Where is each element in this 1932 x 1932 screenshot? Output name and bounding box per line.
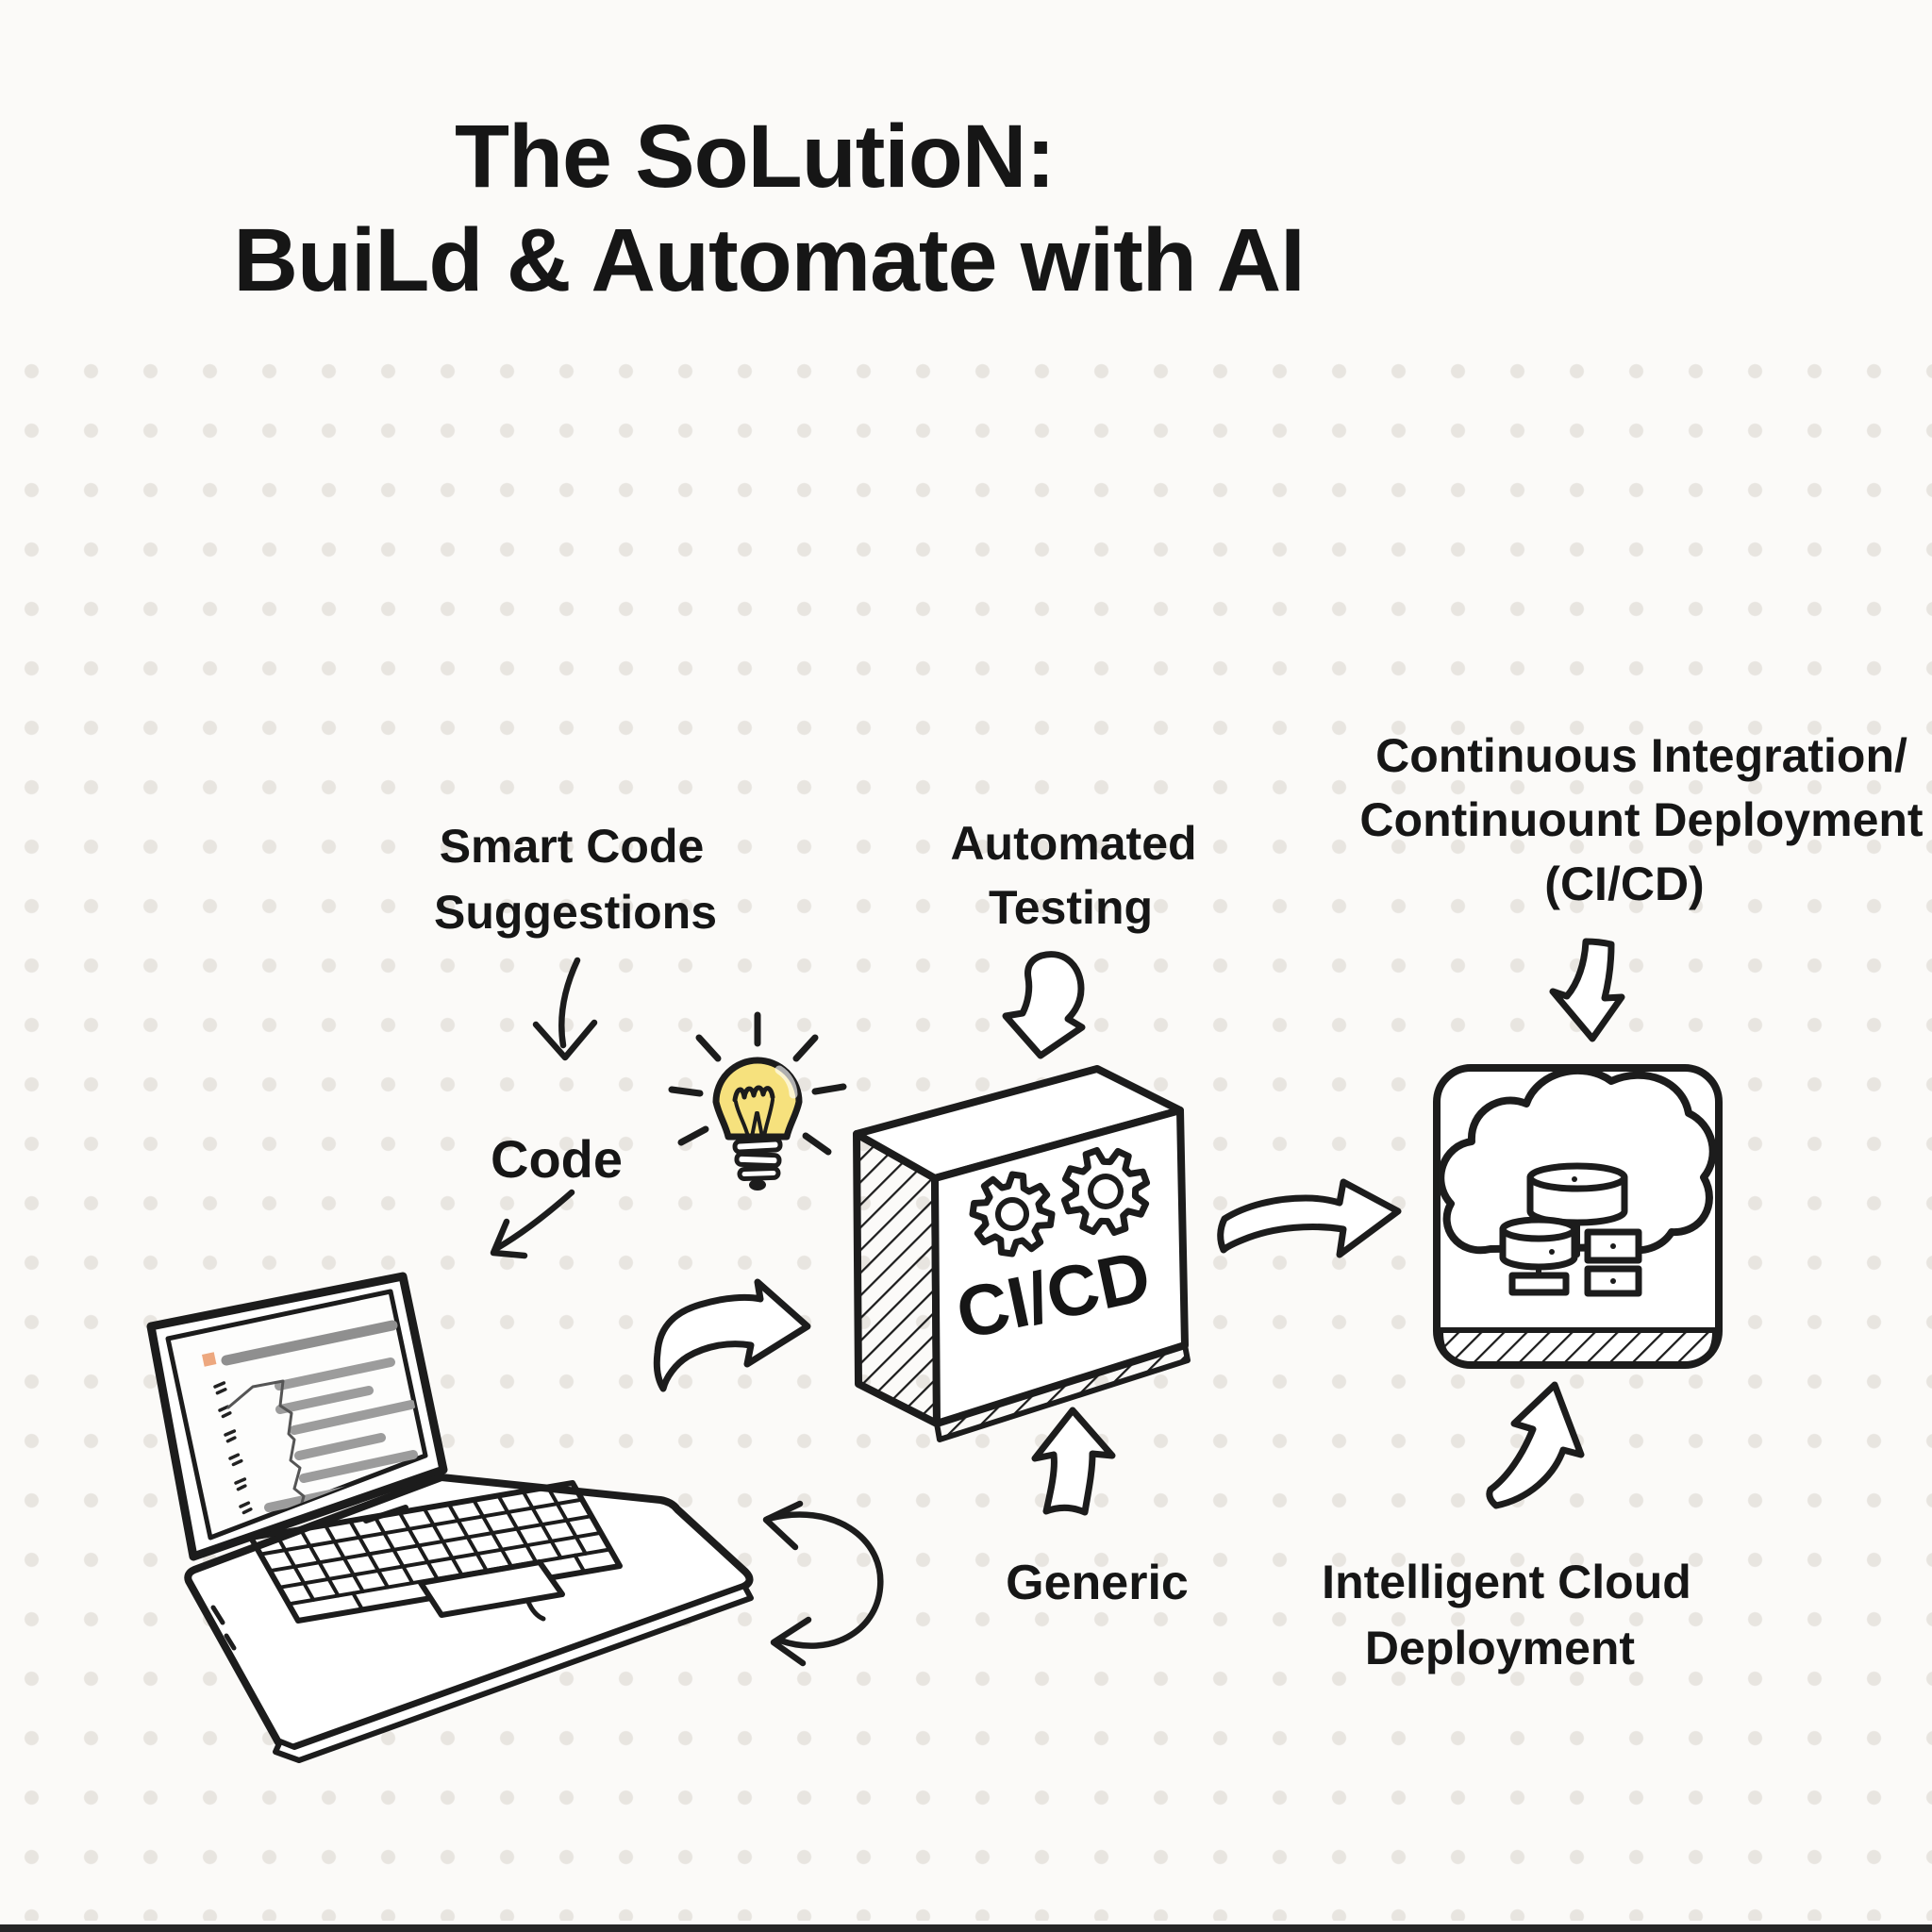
page-title-line1: The SoLutioN: (454, 107, 1056, 207)
bottom-edge-line (0, 1924, 1932, 1932)
cloud-outline (1437, 1066, 1717, 1255)
arrow-generic-to-box-icon (1031, 1407, 1116, 1516)
label-generic: Generic (1006, 1556, 1189, 1610)
label-automated-line1: Automated (950, 817, 1197, 870)
laptop-icon (151, 1276, 751, 1760)
arrow-testing-to-box-icon (1002, 951, 1086, 1059)
label-smart-code-line1: Smart Code (439, 820, 705, 873)
label-smart-code-line2: Suggestions (433, 886, 718, 939)
label-automated-line2: Testing (988, 881, 1154, 934)
label-code: Code (491, 1129, 623, 1189)
label-cloud-line2: Deployment (1364, 1622, 1636, 1674)
label-cicd-line2: Continuount Deployment (1359, 793, 1924, 846)
arrow-cicd-label-to-cloud-icon (1549, 938, 1625, 1042)
cloud-deployment-icon (1433, 1064, 1723, 1369)
gear-icon (1060, 1146, 1151, 1237)
server-cluster (1499, 1162, 1642, 1297)
label-cicd-line3: (CI/CD) (1544, 858, 1705, 910)
gear-icon (969, 1171, 1056, 1257)
trackpad (418, 1559, 565, 1618)
arrow-suggestions-to-code-icon (532, 957, 598, 1061)
arrow-cicd-to-cloud-icon (1217, 1178, 1402, 1258)
arrow-code-to-laptop-icon (490, 1189, 575, 1259)
label-cloud-line1: Intelligent Cloud (1322, 1556, 1691, 1608)
arrow-deployment-to-cloud-icon (1486, 1381, 1585, 1509)
arrow-laptop-to-cicd-icon (653, 1278, 811, 1392)
page-title-line2: BuiLd & Automate with AI (233, 210, 1305, 310)
cicd-box-icon: CI/CD (853, 1065, 1191, 1442)
label-cicd-line1: Continuous Integration/ (1375, 729, 1907, 782)
sync-cycle-arrow-icon (762, 1500, 884, 1667)
lightbulb-icon (668, 1011, 847, 1191)
